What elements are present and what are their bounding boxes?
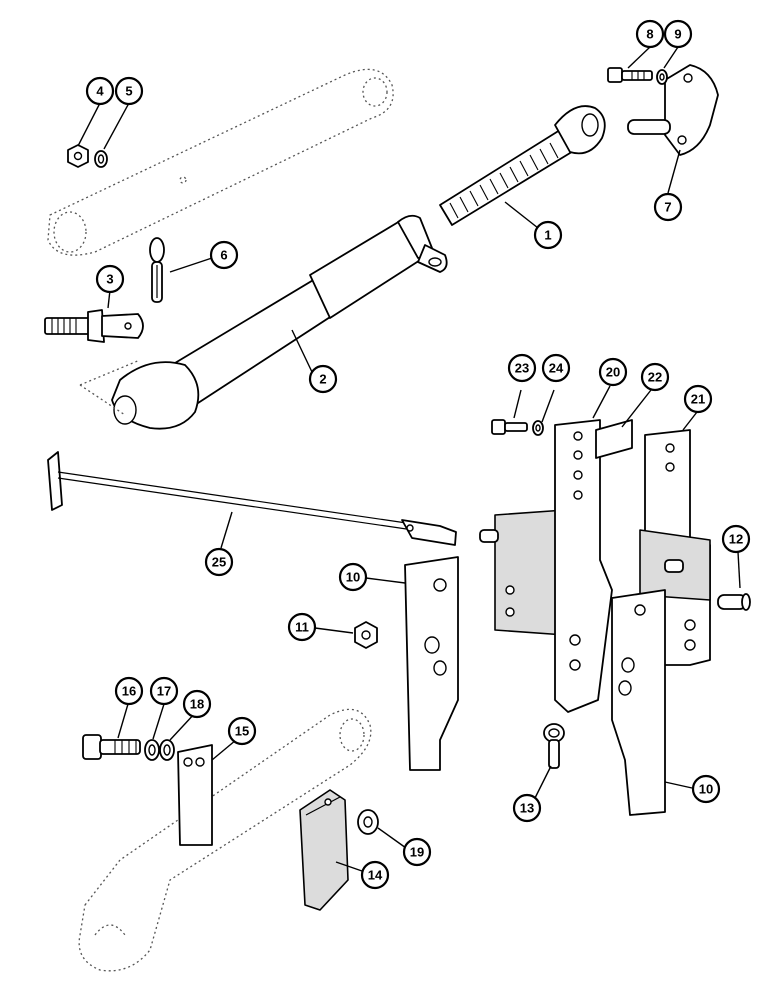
svg-text:4: 4 — [96, 84, 104, 99]
callout-part-21: 21 — [683, 384, 713, 414]
callout-part-16: 16 — [114, 676, 144, 706]
svg-text:25: 25 — [212, 555, 226, 570]
svg-text:20: 20 — [606, 365, 620, 380]
svg-text:11: 11 — [295, 620, 309, 635]
svg-text:21: 21 — [691, 392, 705, 407]
svg-text:16: 16 — [122, 684, 136, 699]
hex-bolt-part — [82, 734, 141, 760]
bracket-plate-part — [177, 744, 213, 846]
svg-text:10: 10 — [699, 782, 713, 797]
callout-part-8: 8 — [635, 19, 665, 49]
hex-nut-part — [354, 621, 378, 649]
flat-washer-part — [159, 739, 175, 761]
svg-text:2: 2 — [319, 372, 326, 387]
svg-text:13: 13 — [520, 801, 534, 816]
upper-lift-arm-ghost — [47, 68, 394, 256]
svg-text:18: 18 — [190, 697, 204, 712]
callout-part-3: 3 — [95, 264, 125, 294]
svg-text:10: 10 — [346, 570, 360, 585]
callout-part-10-right: 10 — [691, 774, 721, 804]
washer-small-part — [357, 809, 379, 835]
svg-text:9: 9 — [674, 27, 681, 42]
callout-part-1: 1 — [533, 220, 563, 250]
callout-part-15: 15 — [227, 716, 257, 746]
callout-part-18: 18 — [182, 689, 212, 719]
lock-washer-part — [656, 69, 668, 85]
plate-part-left — [404, 556, 459, 771]
clevis-pin-part — [717, 593, 751, 611]
callout-part-23: 23 — [507, 353, 537, 383]
small-washer-part — [532, 420, 544, 436]
callout-part-19: 19 — [402, 837, 432, 867]
svg-text:22: 22 — [648, 370, 662, 385]
bracket-assembly — [479, 419, 711, 713]
bolt-part — [607, 67, 653, 83]
pin-part — [44, 309, 144, 343]
svg-text:5: 5 — [125, 84, 132, 99]
washer-part — [94, 150, 108, 168]
spring-washer-part — [144, 739, 160, 761]
svg-text:8: 8 — [646, 27, 653, 42]
lower-lift-arm-ghost — [78, 708, 372, 972]
svg-text:14: 14 — [368, 868, 383, 883]
callout-part-25: 25 — [204, 547, 234, 577]
callout-part-11: 11 — [287, 612, 317, 642]
svg-text:17: 17 — [157, 684, 171, 699]
callout-part-7: 7 — [653, 192, 683, 222]
callout-part-12: 12 — [721, 524, 751, 554]
svg-text:24: 24 — [549, 361, 564, 376]
callout-part-10-left: 10 — [338, 562, 368, 592]
callout-part-17: 17 — [149, 676, 179, 706]
callout-part-6: 6 — [209, 240, 239, 270]
leader-lines — [77, 46, 741, 872]
callout-part-4: 4 — [85, 76, 115, 106]
nut-part — [67, 144, 89, 168]
svg-text:19: 19 — [410, 845, 424, 860]
callout-part-2: 2 — [308, 364, 338, 394]
svg-text:15: 15 — [235, 724, 249, 739]
svg-text:12: 12 — [729, 532, 743, 547]
callout-part-5: 5 — [114, 76, 144, 106]
threaded-rod-part — [439, 105, 606, 226]
callout-part-20: 20 — [598, 357, 628, 387]
callout-part-22: 22 — [640, 362, 670, 392]
svg-text:1: 1 — [544, 228, 551, 243]
svg-text:23: 23 — [515, 361, 529, 376]
small-bolt-part — [491, 419, 528, 435]
mounting-bracket-part — [627, 64, 719, 156]
link-tube-part — [79, 214, 448, 430]
callout-part-9: 9 — [663, 19, 693, 49]
sway-block-part — [299, 789, 349, 911]
callout-part-24: 24 — [541, 353, 571, 383]
linch-pin-part — [149, 237, 165, 303]
rod-part — [47, 451, 457, 546]
svg-text:3: 3 — [106, 272, 113, 287]
svg-text:6: 6 — [220, 248, 227, 263]
callout-part-13: 13 — [512, 793, 542, 823]
svg-text:7: 7 — [664, 200, 671, 215]
plate-part-right — [611, 589, 666, 816]
ring-pin-part — [543, 723, 565, 769]
callout-part-14: 14 — [360, 860, 390, 890]
